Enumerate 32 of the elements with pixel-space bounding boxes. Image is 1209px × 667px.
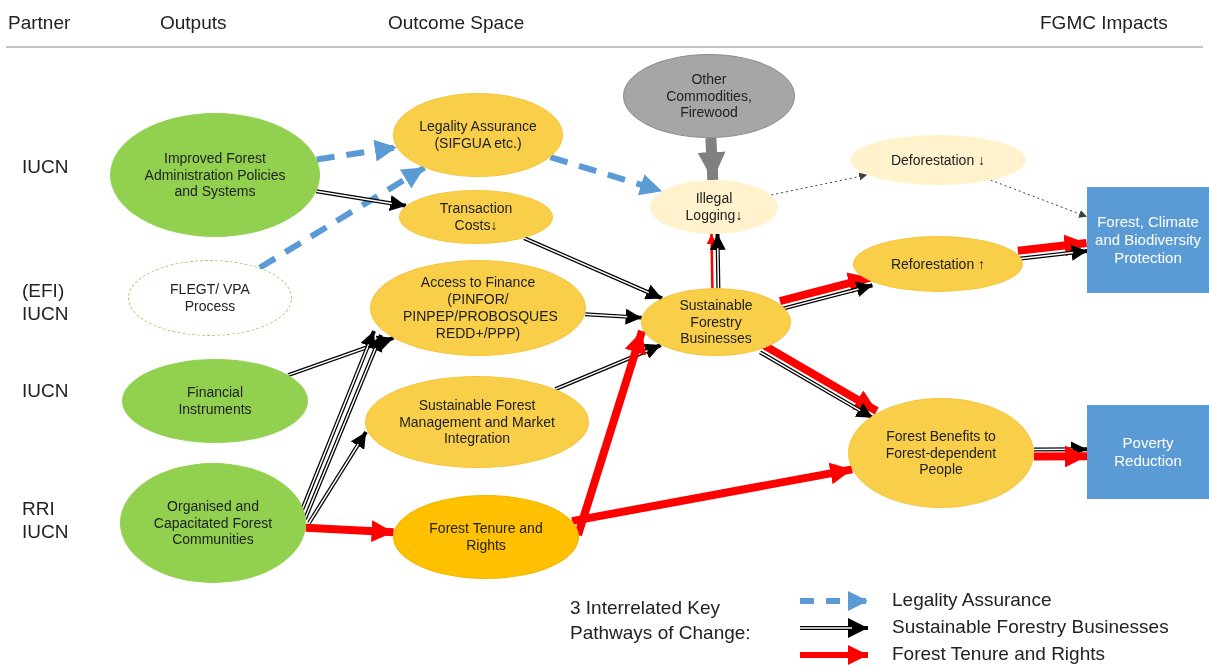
column-header: Outputs [160, 12, 227, 35]
node-label: Forest Benefits to Forest-dependent People [884, 427, 998, 479]
node-label: Financial Instruments [177, 384, 253, 418]
node-label: Other Commodities, Firewood [665, 70, 753, 122]
node-label: Reforestation ↑ [889, 255, 987, 273]
partner-label: IUCN [22, 156, 69, 179]
partner-label: (EFI) IUCN [22, 280, 70, 326]
column-header: Outcome Space [388, 12, 525, 35]
node-label: Improved Forest Administration Policies and Systems [143, 149, 287, 201]
legend-label: Legality Assurance [892, 589, 1052, 611]
node-label: Forest Tenure and Rights [428, 520, 544, 554]
node-label: Poverty Reduction [1113, 434, 1183, 470]
node-label: Transaction Costs↓ [438, 200, 514, 234]
node-label: Forest, Climate and Biodiversity Protection [1094, 213, 1202, 267]
node-label: Sustainable Forestry Businesses [678, 296, 754, 348]
impact-box [1087, 187, 1209, 293]
column-header: Partner [8, 12, 71, 35]
outcome-ellipse [853, 236, 1023, 292]
partner-label: RRI IUCN [22, 498, 70, 544]
node-label: Deforestation ↓ [889, 151, 987, 169]
legend-label: Forest Tenure and Rights [892, 643, 1105, 665]
node-label: FLEGT/ VPA Process [169, 281, 251, 315]
node-label: Illegal Logging↓ [684, 190, 744, 224]
column-header: FGMC Impacts [1040, 12, 1168, 35]
node-label: Sustainable Forest Management and Market Integration [398, 396, 556, 448]
legend-title: 3 Interrelated Key Pathways of Change: [570, 596, 752, 645]
node-label: Organised and Capacitated Forest Communities [153, 497, 273, 549]
node-label: Legality Assurance (SIFGUA etc.) [418, 118, 538, 152]
legend-label: Sustainable Forestry Businesses [892, 616, 1169, 638]
outcome-ellipse [641, 288, 791, 356]
partner-label: IUCN [22, 380, 69, 403]
impact-box [1087, 405, 1209, 499]
